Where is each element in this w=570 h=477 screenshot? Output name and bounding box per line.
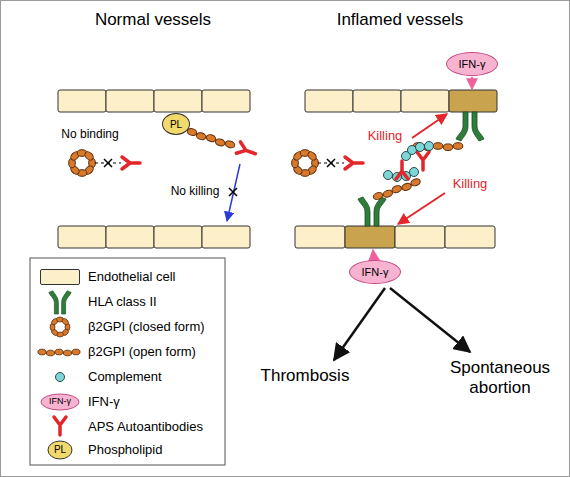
panel-heading: Inflamed vessels <box>310 10 490 30</box>
legend-open-icon <box>38 349 80 356</box>
legend-antibody-icon <box>54 417 66 435</box>
legend-swatch <box>40 269 80 285</box>
endothelial-row <box>295 226 495 248</box>
legend-text: β2GPI (open form) <box>88 344 196 360</box>
legend-closed-icon <box>50 317 70 337</box>
complement-chain <box>402 142 434 161</box>
legend-text: HLA class II <box>88 294 157 310</box>
node-text: IFN-γ <box>362 266 389 278</box>
b2gpi-open <box>413 143 463 151</box>
killing-arrow <box>412 114 447 138</box>
endothelial-row <box>58 226 250 248</box>
antibody <box>345 157 363 169</box>
icon-label: PL <box>45 444 75 456</box>
b2gpi-closed <box>292 150 319 177</box>
phospholipid-oval: PL <box>162 113 190 135</box>
icon-label: IFN-γ <box>40 396 80 407</box>
cross-mark <box>104 159 112 167</box>
ifn-gamma-oval: IFN-γ <box>349 260 401 284</box>
no-killing-arrow <box>227 164 240 221</box>
legend-hla-icon <box>49 291 71 314</box>
antibody <box>417 152 429 170</box>
ifn-arrow <box>373 250 374 260</box>
legend-text: Complement <box>88 369 162 385</box>
panel-heading: Normal vessels <box>63 10 243 30</box>
killing-label: Killing <box>435 176 505 192</box>
outcome-label: Spontaneous abortion <box>444 358 556 399</box>
legend-box <box>30 258 225 465</box>
endothelial-row <box>305 90 497 112</box>
antibody <box>236 142 257 159</box>
node-text: IFN-γ <box>459 58 486 70</box>
outcome-label: Thrombosis <box>235 366 375 386</box>
ifn-arrow <box>471 77 473 89</box>
ifn-gamma-oval: IFN-γ <box>446 52 498 76</box>
legend-complement-icon <box>56 373 65 382</box>
node-text: PL <box>170 119 182 130</box>
cross-mark <box>229 188 237 196</box>
legend-text: IFN-γ <box>88 394 120 410</box>
endothelial-row <box>58 90 250 112</box>
note-label: No killing <box>155 184 235 198</box>
legend-text: Phospholipid <box>88 442 162 458</box>
legend-ifn-icon <box>41 394 79 410</box>
antibody <box>396 161 408 179</box>
cross-mark <box>327 159 335 167</box>
legend-text: Endothelial cell <box>88 269 175 285</box>
legend-text: APS Autoantibodies <box>88 419 203 435</box>
b2gpi-open <box>186 127 236 150</box>
antibody <box>122 157 140 169</box>
killing-arrow <box>398 193 445 224</box>
outcome-arrow <box>334 288 385 360</box>
b2gpi-closed <box>69 150 96 177</box>
b2gpi-open <box>372 178 421 202</box>
killing-label: Killing <box>350 128 420 144</box>
legend-text: β2GPI (closed form) <box>88 319 205 335</box>
note-label: No binding <box>45 127 135 141</box>
outcome-arrow <box>390 288 470 352</box>
hla-class-ii <box>456 112 484 141</box>
hla-class-ii <box>358 197 386 226</box>
